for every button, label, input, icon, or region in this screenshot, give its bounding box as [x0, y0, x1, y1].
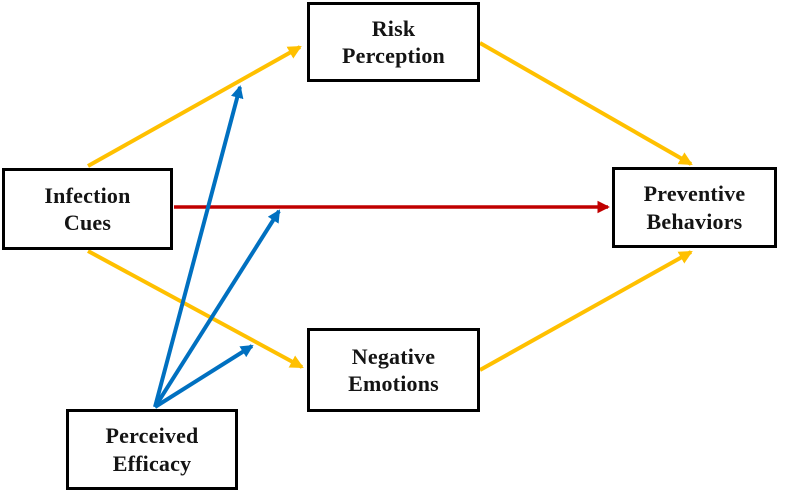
node-risk-perception: Risk Perception [307, 2, 480, 82]
edge-perceived-efficacy-to-path-risk-perception [153, 85, 244, 408]
edge-risk-perception-to-preventive-behaviors [479, 41, 693, 166]
node-preventive-behaviors-label: Preventive Behaviors [643, 181, 746, 234]
node-infection-cues: Infection Cues [2, 168, 173, 250]
edge-infection-cues-to-risk-perception [87, 45, 302, 168]
node-negative-emotions: Negative Emotions [307, 328, 480, 412]
node-risk-perception-label: Risk Perception [341, 15, 445, 69]
edge-negative-emotions-to-preventive-behaviors [479, 250, 693, 372]
edge-perceived-efficacy-to-path-negative-emotions [153, 344, 254, 409]
edge-infection-cues-to-negative-emotions [87, 249, 304, 369]
node-negative-emotions-label: Negative Emotions [348, 343, 439, 397]
node-infection-cues-label: Infection Cues [44, 182, 131, 236]
node-perceived-efficacy: Perceived Efficacy [66, 409, 238, 490]
node-perceived-efficacy-label: Perceived Efficacy [105, 423, 199, 476]
node-preventive-behaviors: Preventive Behaviors [612, 167, 777, 248]
edge-perceived-efficacy-to-path-direct [153, 209, 281, 409]
